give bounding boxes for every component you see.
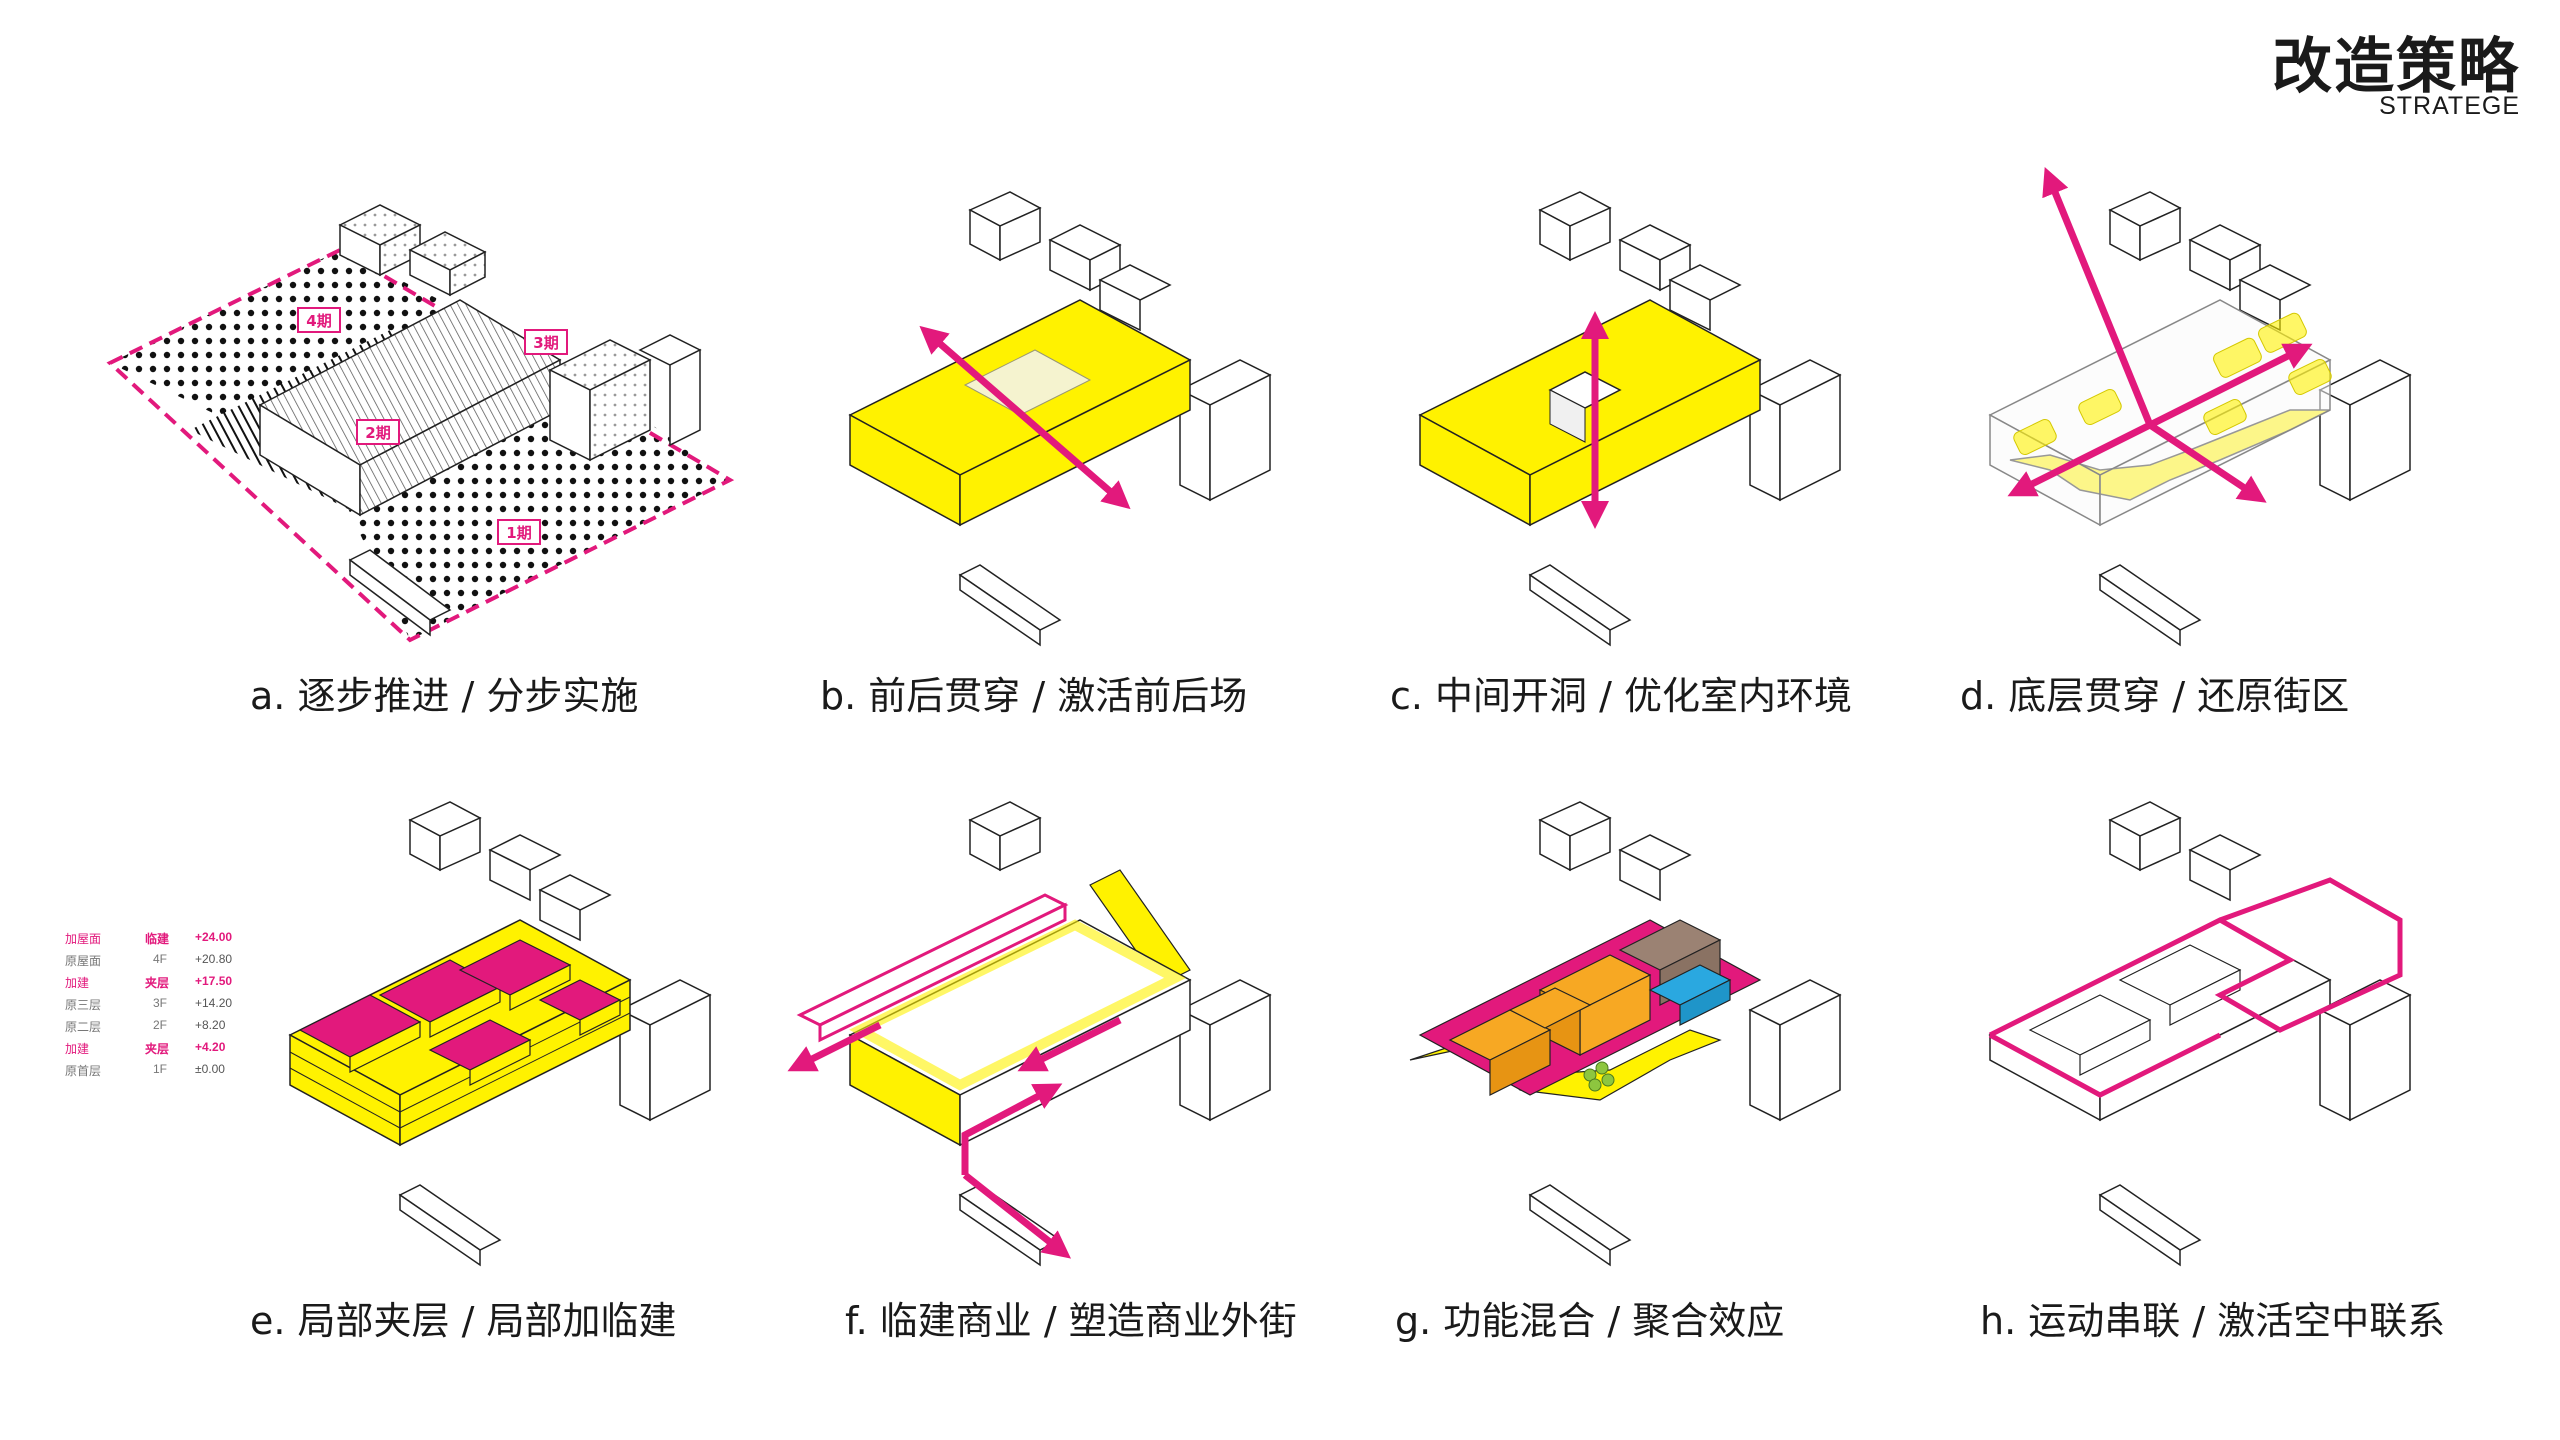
level-tag: 1F: [153, 1062, 168, 1076]
temporary-bar-side: [818, 902, 1067, 1043]
page-title: 改造策略: [2272, 32, 2520, 102]
bottom-block: [348, 549, 452, 637]
diagram-d: [1988, 167, 2412, 647]
level-tag: 夹层: [145, 976, 170, 990]
caption-b: b. 前后贯穿 / 激活前后场: [820, 674, 1248, 718]
panel-e: [280, 800, 840, 1360]
level-tag: 2F: [153, 1018, 168, 1032]
panel-b: [820, 180, 1380, 740]
transparent-side: [2099, 358, 2331, 527]
back-buildings: [338, 204, 487, 297]
function-blocks: [1448, 919, 1732, 1096]
diagram-b: [848, 191, 1272, 647]
sky-loop-2: [1988, 1032, 2222, 1098]
phase-2-label: 2期: [365, 424, 390, 442]
caption-f: f. 临建商业 / 塑造商业外街: [845, 1299, 1297, 1343]
phase-4-label: 4期: [306, 312, 331, 330]
context-buildings: [1528, 801, 1842, 1267]
site-boundary: [106, 247, 735, 643]
phase-3-label: 3期: [533, 334, 558, 352]
level-tag: 4F: [153, 952, 168, 966]
phase-labels: 4期 3期 2期 1期: [297, 307, 568, 545]
context-buildings: [1528, 191, 1842, 647]
context-buildings: [958, 191, 1272, 647]
caption-g: g. 功能混合 / 聚合效应: [1395, 1299, 1785, 1343]
phase-1-label: 1期: [506, 524, 531, 542]
caption-d: d. 底层贯穿 / 还原街区: [1960, 674, 2350, 718]
context-buildings: [398, 801, 712, 1267]
level-name: 原首层: [65, 1064, 102, 1078]
level-name: 原三层: [65, 998, 102, 1012]
diagram-c: [1418, 191, 1842, 647]
level-value: +24.00: [195, 930, 233, 944]
level-name: 原屋面: [65, 954, 102, 968]
phase-3-buildings: [548, 334, 702, 462]
level-tag: 夹层: [145, 1042, 170, 1056]
level-tag: 3F: [153, 996, 168, 1010]
level-name: 加建: [65, 1042, 90, 1056]
magenta-volumes: [298, 939, 622, 1086]
street-arrows: [787, 1016, 1122, 1259]
diagram-a: 4期 3期 2期 1期: [106, 204, 735, 643]
level-value: +8.20: [195, 1018, 226, 1032]
roof-volumes: [2028, 944, 2242, 1076]
caption-e: e. 局部夹层 / 局部加临建: [250, 1299, 677, 1343]
level-name: 原二层: [65, 1020, 102, 1034]
context-buildings: [958, 801, 1272, 1267]
level-name: 加屋面: [65, 932, 102, 946]
panel-g: [1390, 800, 1950, 1360]
caption-a: a. 逐步推进 / 分步实施: [250, 674, 639, 718]
context-buildings: [2098, 191, 2412, 647]
level-value: ±0.00: [195, 1062, 225, 1076]
street-arrows: [2007, 167, 2313, 503]
level-value: +4.20: [195, 1040, 226, 1054]
glow-ring: [849, 919, 1186, 1091]
diagram-h: [1988, 801, 2412, 1267]
panel-a: 4期 3期 2期 1期: [90, 180, 735, 740]
level-name: 加建: [65, 976, 90, 990]
level-value: +17.50: [195, 974, 233, 988]
level-value: +14.20: [195, 996, 233, 1010]
yellow-blocks: [2013, 312, 2332, 456]
passage-arrow: [919, 325, 1131, 510]
sky-loop: [1988, 877, 2403, 1038]
page-subtitle: STRATEGE: [2379, 92, 2520, 120]
caption-c: c. 中间开洞 / 优化室内环境: [1390, 674, 1853, 718]
panel-c: [1390, 180, 1950, 740]
level-tag: 临建: [145, 932, 170, 946]
panel-h: [1960, 800, 2520, 1360]
panel-d: [1960, 167, 2520, 740]
diagram-e: [288, 801, 712, 1267]
level-value: +20.80: [195, 952, 233, 966]
caption-h: h. 运动串联 / 激活空中联系: [1980, 1299, 2446, 1343]
diagram-f: [787, 801, 1272, 1267]
context-buildings: [2098, 801, 2412, 1267]
green-dots: [1583, 1061, 1615, 1092]
panel-f: [787, 800, 1380, 1360]
diagram-g: [1409, 801, 1842, 1267]
